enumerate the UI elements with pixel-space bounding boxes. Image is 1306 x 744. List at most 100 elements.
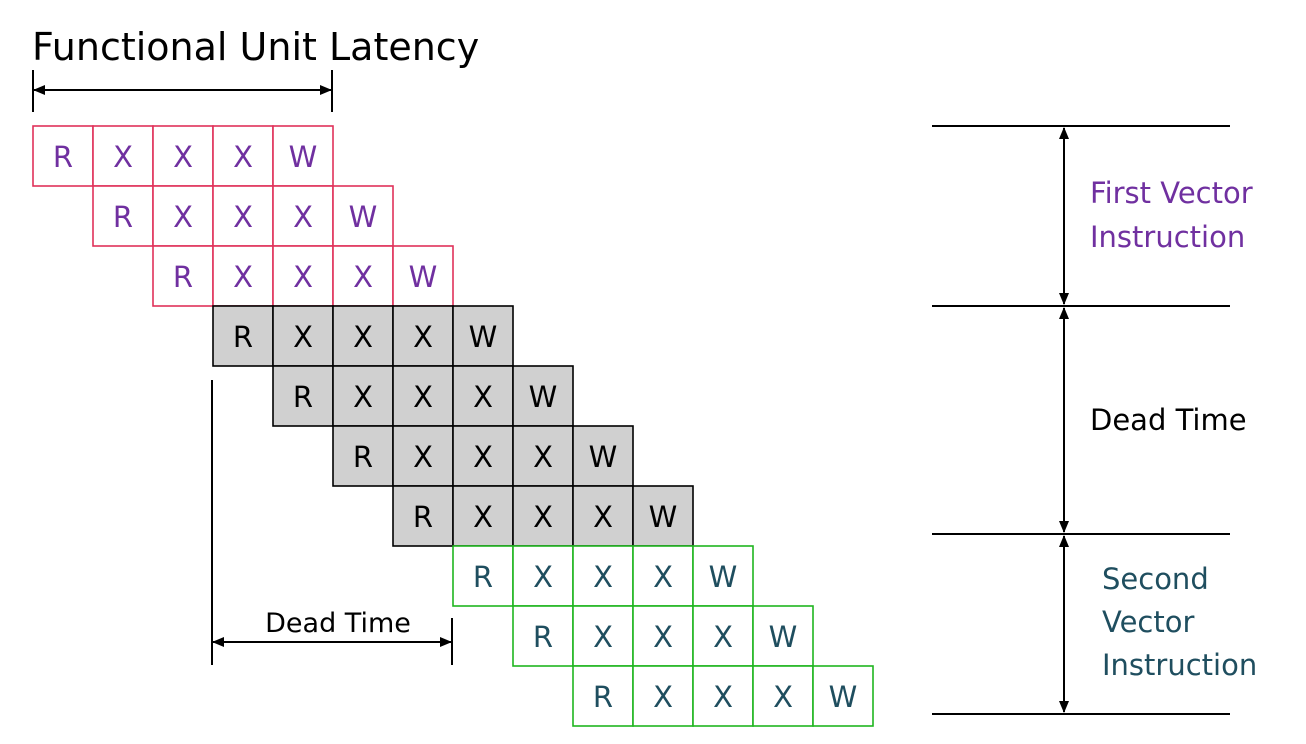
cell-stage-label: X <box>593 620 613 654</box>
cell-box <box>452 485 514 547</box>
cell-stage-label: R <box>293 380 313 414</box>
cell-stage-label: X <box>593 560 613 594</box>
cell-stage-label: X <box>713 620 733 654</box>
cell-box <box>272 125 334 187</box>
pipeline-cell: X <box>572 545 634 607</box>
pipeline-cell: X <box>212 125 274 187</box>
pipeline-cell: R <box>452 545 514 607</box>
pipeline-cell: X <box>512 425 574 487</box>
cell-stage-label: W <box>829 680 858 714</box>
cell-stage-label: R <box>533 620 553 654</box>
pipeline-cell: R <box>572 665 634 727</box>
pipeline-cell: X <box>692 605 754 667</box>
cell-box <box>452 305 514 367</box>
cell-stage-label: R <box>173 260 193 294</box>
cell-stage-label: X <box>473 380 493 414</box>
cell-box <box>632 485 694 547</box>
cell-box <box>452 365 514 427</box>
cell-stage-label: R <box>593 680 613 714</box>
cell-stage-label: W <box>469 320 498 354</box>
cell-box <box>692 665 754 727</box>
cell-box <box>692 605 754 667</box>
cell-stage-label: W <box>589 440 618 474</box>
cell-box <box>632 545 694 607</box>
pipeline-cell: R <box>392 485 454 547</box>
first-label-line-2: Instruction <box>1090 220 1245 254</box>
cell-stage-label: X <box>473 500 493 534</box>
cell-box <box>332 305 394 367</box>
diagram-title: Functional Unit Latency <box>32 25 479 69</box>
cell-stage-label: W <box>349 200 378 234</box>
pipeline-cell: X <box>452 425 514 487</box>
cell-box <box>332 185 394 247</box>
cell-stage-label: W <box>289 140 318 174</box>
cell-stage-label: X <box>653 620 673 654</box>
pipeline-cell: X <box>212 245 274 307</box>
pipeline-cell: W <box>572 425 634 487</box>
cell-stage-label: X <box>593 500 613 534</box>
cell-stage-label: X <box>233 260 253 294</box>
cell-stage-label: X <box>233 200 253 234</box>
cell-box <box>32 125 94 187</box>
pipeline-cell: W <box>812 665 874 727</box>
cell-stage-label: X <box>293 200 313 234</box>
pipeline-cell: W <box>632 485 694 547</box>
pipeline-cell: X <box>452 485 514 547</box>
cell-stage-label: W <box>769 620 798 654</box>
cell-stage-label: X <box>233 140 253 174</box>
pipeline-cell: R <box>92 185 154 247</box>
pipeline-cell: W <box>452 305 514 367</box>
second-label-line-1: Second <box>1102 562 1209 596</box>
cell-box <box>272 305 334 367</box>
pipeline-cell: W <box>272 125 334 187</box>
pipeline-cell: X <box>152 125 214 187</box>
cell-stage-label: W <box>709 560 738 594</box>
cell-box <box>752 605 814 667</box>
cell-box <box>572 605 634 667</box>
pipeline-cell: X <box>512 545 574 607</box>
pipeline-cell: W <box>332 185 394 247</box>
first-label-line-1: First Vector <box>1090 176 1253 210</box>
cell-stage-label: X <box>653 680 673 714</box>
cell-box <box>332 245 394 307</box>
cell-box <box>572 425 634 487</box>
pipeline-cell: X <box>332 365 394 427</box>
cell-box <box>512 425 574 487</box>
pipeline-cell: X <box>392 365 454 427</box>
pipeline-cell: X <box>572 485 634 547</box>
pipeline-cell: W <box>692 545 754 607</box>
cell-box <box>512 485 574 547</box>
cell-box <box>152 245 214 307</box>
latency-span-marker <box>32 70 333 112</box>
cell-stage-label: X <box>173 200 193 234</box>
cell-stage-label: X <box>653 560 673 594</box>
pipeline-cell: X <box>272 185 334 247</box>
cell-stage-label: X <box>353 380 373 414</box>
cell-box <box>152 125 214 187</box>
cell-box <box>452 425 514 487</box>
pipeline-cell: R <box>332 425 394 487</box>
pipeline-cell: X <box>92 125 154 187</box>
pipeline-cell: R <box>272 365 334 427</box>
pipeline-cell: X <box>152 185 214 247</box>
cell-stage-label: X <box>713 680 733 714</box>
pipeline-cell: X <box>632 545 694 607</box>
cell-box <box>632 665 694 727</box>
dead-time-span-marker: Dead Time <box>211 380 453 665</box>
pipeline-cell: X <box>392 305 454 367</box>
pipeline-cell: R <box>512 605 574 667</box>
pipeline-cell: R <box>152 245 214 307</box>
cell-stage-label: X <box>473 440 493 474</box>
pipeline-cell: W <box>392 245 454 307</box>
cell-stage-label: X <box>353 260 373 294</box>
